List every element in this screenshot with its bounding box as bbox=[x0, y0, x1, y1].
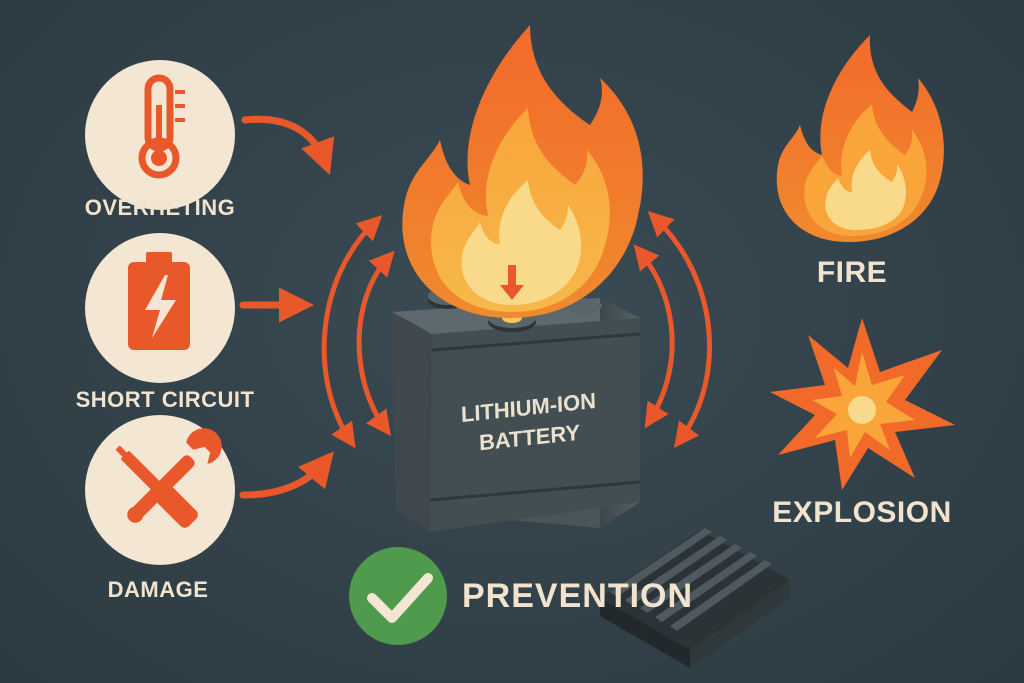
cause-overheating bbox=[85, 60, 235, 210]
wrench-screwdriver-icon bbox=[115, 428, 222, 528]
cause-damage bbox=[85, 415, 235, 565]
effect-explosion bbox=[770, 318, 955, 490]
cause-label-damage: DAMAGE bbox=[107, 577, 209, 602]
effect-fire bbox=[776, 35, 944, 242]
effect-label-fire: FIRE bbox=[816, 256, 888, 289]
cause-label-short-circuit: SHORT CIRCUIT bbox=[75, 387, 255, 412]
prevention-label: PREVENTION bbox=[462, 577, 694, 615]
heat-sink-icon bbox=[600, 528, 790, 668]
arrow-damage bbox=[239, 451, 334, 499]
thermometer-icon bbox=[138, 74, 185, 179]
flame-icon bbox=[402, 25, 643, 318]
checkmark-icon bbox=[367, 573, 433, 623]
cause-short-circuit bbox=[85, 233, 235, 383]
flame-icon bbox=[776, 35, 944, 242]
battery-icon bbox=[392, 287, 641, 532]
prevention-check bbox=[349, 547, 447, 645]
arrow-overheating bbox=[241, 115, 335, 176]
cycle-arrow-right-inner bbox=[633, 244, 675, 429]
cause-label-overheating: OVERHETING bbox=[84, 195, 236, 220]
explosion-burst-icon bbox=[770, 318, 955, 490]
effect-label-explosion: EXPLOSION bbox=[772, 496, 952, 529]
battery-bolt-icon bbox=[128, 252, 190, 350]
cycle-arrow-right-outer bbox=[647, 211, 712, 449]
cycle-arrow-left-outer bbox=[321, 215, 383, 449]
cycle-arrow-left-inner bbox=[356, 250, 395, 437]
